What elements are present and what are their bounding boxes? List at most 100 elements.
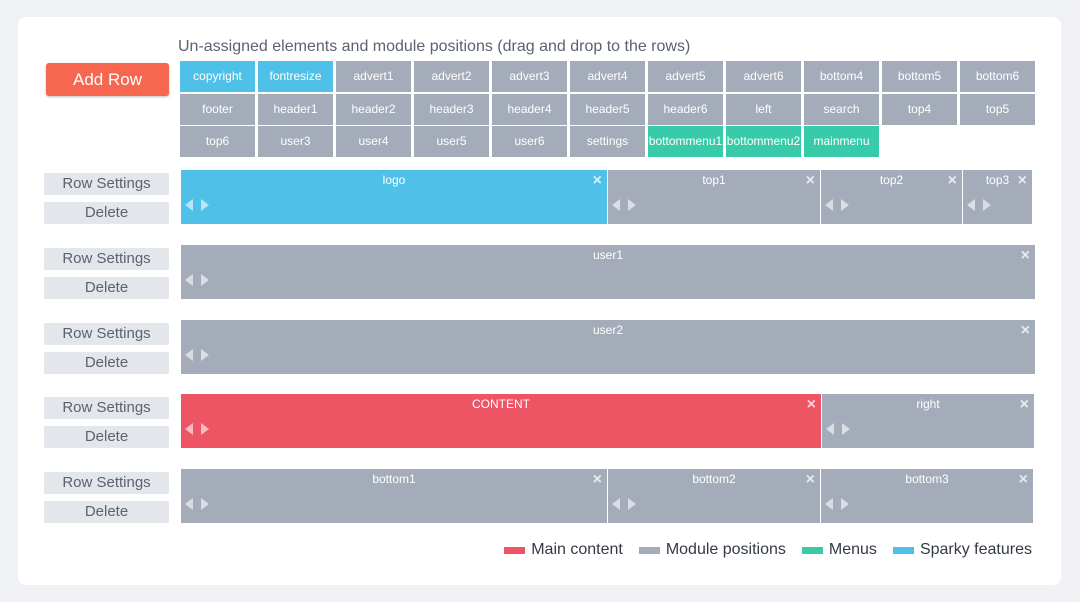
arrow-left-icon[interactable] [825, 199, 833, 211]
unassigned-chip-header4[interactable]: header4 [492, 93, 567, 125]
row-settings-button[interactable]: Row Settings [44, 248, 169, 270]
close-icon[interactable]: × [1018, 471, 1028, 488]
row-settings-button[interactable]: Row Settings [44, 472, 169, 494]
close-icon[interactable]: × [806, 396, 816, 413]
arrow-left-icon[interactable] [185, 498, 193, 510]
arrow-left-icon[interactable] [185, 423, 193, 435]
arrow-right-icon[interactable] [841, 498, 849, 510]
unassigned-chip-advert1[interactable]: advert1 [336, 61, 411, 92]
arrow-left-icon[interactable] [825, 498, 833, 510]
position-cell-user2[interactable]: user2× [181, 320, 1035, 374]
unassigned-chip-header1[interactable]: header1 [258, 93, 333, 125]
unassigned-chip-top4[interactable]: top4 [882, 93, 957, 125]
unassigned-chip-advert6[interactable]: advert6 [726, 61, 801, 92]
close-icon[interactable]: × [1020, 322, 1030, 339]
position-cell-label: bottom3 [905, 472, 949, 486]
unassigned-chip-user6[interactable]: user6 [492, 126, 567, 157]
arrow-right-icon[interactable] [628, 199, 636, 211]
unassigned-chip-bottom6[interactable]: bottom6 [960, 61, 1035, 92]
arrow-right-icon[interactable] [201, 498, 209, 510]
resize-arrows [612, 199, 642, 211]
unassigned-chip-advert5[interactable]: advert5 [648, 61, 723, 92]
row-delete-button[interactable]: Delete [44, 501, 169, 523]
row-settings-button[interactable]: Row Settings [44, 173, 169, 195]
close-icon[interactable]: × [947, 172, 957, 189]
arrow-right-icon[interactable] [201, 423, 209, 435]
unassigned-chip-user3[interactable]: user3 [258, 126, 333, 157]
arrow-right-icon[interactable] [628, 498, 636, 510]
unassigned-chip-bottom5[interactable]: bottom5 [882, 61, 957, 92]
close-icon[interactable]: × [1017, 172, 1027, 189]
arrow-left-icon[interactable] [612, 199, 620, 211]
close-icon[interactable]: × [805, 471, 815, 488]
unassigned-chip-advert4[interactable]: advert4 [570, 61, 645, 92]
unassigned-chip-bottommenu2[interactable]: bottommenu2 [726, 126, 801, 157]
close-icon[interactable]: × [1020, 247, 1030, 264]
position-cell-bottom2[interactable]: bottom2 × [608, 469, 820, 523]
row-delete-button[interactable]: Delete [44, 352, 169, 374]
unassigned-chip-header6[interactable]: header6 [648, 93, 723, 125]
arrow-right-icon[interactable] [201, 199, 209, 211]
row-delete-button[interactable]: Delete [44, 426, 169, 448]
unassigned-chip-header5[interactable]: header5 [570, 93, 645, 125]
arrow-left-icon[interactable] [967, 199, 975, 211]
unassigned-chip-bottom4[interactable]: bottom4 [804, 61, 879, 92]
add-row-button[interactable]: Add Row [46, 63, 169, 96]
legend-swatch [504, 546, 526, 554]
arrow-right-icon[interactable] [983, 199, 991, 211]
close-icon[interactable]: × [592, 172, 602, 189]
unassigned-chip-settings[interactable]: settings [570, 126, 645, 157]
arrow-right-icon[interactable] [201, 349, 209, 361]
arrow-left-icon[interactable] [185, 274, 193, 286]
position-cell-label: top1 [702, 173, 726, 187]
arrow-right-icon[interactable] [201, 274, 209, 286]
position-cell-top1[interactable]: top1 × [608, 170, 820, 224]
position-cell-content[interactable]: CONTENT× [181, 394, 821, 448]
arrow-left-icon[interactable] [185, 349, 193, 361]
resize-arrows [825, 199, 855, 211]
arrow-left-icon[interactable] [185, 199, 193, 211]
legend-label: Menus [828, 541, 877, 558]
unassigned-chip-copyright[interactable]: copyright [180, 61, 255, 92]
position-cell-label: bottom1 [372, 472, 416, 486]
unassigned-chip-mainmenu[interactable]: mainmenu [804, 126, 879, 157]
unassigned-chip-footer[interactable]: footer [180, 93, 255, 125]
position-cell-bottom1[interactable]: bottom1 × [181, 469, 607, 523]
arrow-right-icon[interactable] [842, 423, 850, 435]
legend-label: Main content [531, 541, 623, 558]
unassigned-chip-header2[interactable]: header2 [336, 93, 411, 125]
close-icon[interactable]: × [805, 172, 815, 189]
row-settings-button[interactable]: Row Settings [44, 323, 169, 345]
unassigned-chip-fontresize[interactable]: fontresize [258, 61, 333, 92]
unassigned-chip-advert2[interactable]: advert2 [414, 61, 489, 92]
unassigned-chip-search[interactable]: search [804, 93, 879, 125]
unassigned-chip-bottommenu1[interactable]: bottommenu1 [648, 126, 723, 157]
unassigned-chip-top5[interactable]: top5 [960, 93, 1035, 125]
unassigned-chip-left[interactable]: left [726, 93, 801, 125]
unassigned-chip-header3[interactable]: header3 [414, 93, 489, 125]
position-cell-top3[interactable]: top3× [963, 170, 1032, 224]
position-cell-right[interactable]: right× [822, 394, 1034, 448]
row-delete-button[interactable]: Delete [44, 202, 169, 224]
position-cell-label: user1 [592, 248, 624, 262]
resize-arrows [185, 423, 215, 435]
position-cell-label: bottom2 [692, 472, 736, 486]
row-settings-button[interactable]: Row Settings [44, 397, 169, 419]
unassigned-chip-user4[interactable]: user4 [336, 126, 411, 157]
arrow-left-icon[interactable] [612, 498, 620, 510]
position-cell-label: top2 [879, 173, 904, 187]
position-cell-user1[interactable]: user1 × [181, 245, 1035, 299]
position-cell-bottom3[interactable]: bottom3 × [821, 469, 1033, 523]
unassigned-chip-advert3[interactable]: advert3 [492, 61, 567, 92]
arrow-left-icon[interactable] [826, 423, 834, 435]
legend-item-module: Module positions [638, 541, 786, 559]
arrow-right-icon[interactable] [841, 199, 849, 211]
position-cell-top2[interactable]: top2 × [821, 170, 962, 224]
row-delete-button[interactable]: Delete [44, 277, 169, 299]
position-cell-logo[interactable]: logo× [181, 170, 607, 224]
close-icon[interactable]: × [592, 471, 602, 488]
close-icon[interactable]: × [1019, 396, 1029, 413]
unassigned-chip-user5[interactable]: user5 [414, 126, 489, 157]
unassigned-chip-top6[interactable]: top6 [180, 126, 255, 157]
